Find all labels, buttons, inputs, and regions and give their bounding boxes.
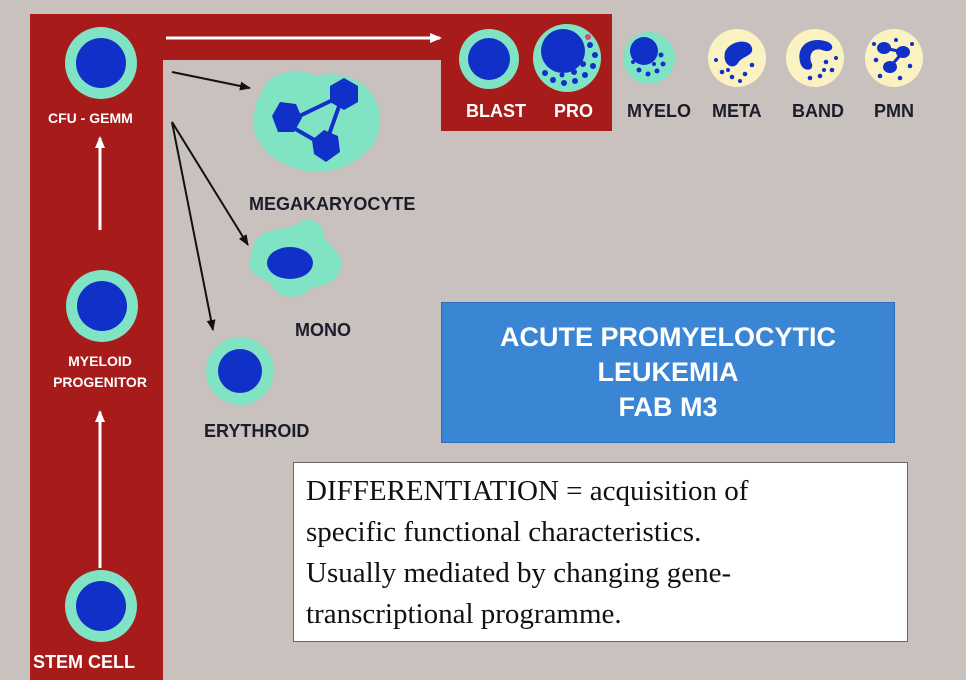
- blast-label: BLAST: [466, 101, 526, 121]
- erythroid-cell: [206, 337, 274, 405]
- stem-cell: [65, 570, 137, 642]
- definition-line-2: specific functional characteristics.: [306, 516, 702, 548]
- definition-line-1: DIFFERENTIATION = acquisition of: [306, 475, 749, 507]
- myelo-cell: [623, 32, 675, 84]
- title-line-1: ACUTE PROMYELOCYTIC: [499, 322, 836, 352]
- meta-label: META: [712, 101, 762, 121]
- apl-title-box: ACUTE PROMYELOCYTIC LEUKEMIA FAB M3: [441, 302, 895, 443]
- arrow-to-mono: [171, 121, 249, 246]
- band-cell: [786, 29, 844, 87]
- title-line-3: FAB M3: [618, 392, 718, 422]
- cfu-gemm-label: CFU - GEMM: [48, 110, 133, 126]
- pro-cell: [533, 24, 601, 92]
- arrow-to-megakaryocyte: [171, 71, 251, 91]
- band-label: BAND: [792, 101, 844, 121]
- pro-label: PRO: [554, 101, 594, 121]
- myeloid-progenitor-label: MYELOID PROGENITOR: [38, 351, 162, 393]
- definition-line-3: Usually mediated by changing gene-: [306, 557, 732, 589]
- definition-box: DIFFERENTIATION = acquisition of specifi…: [293, 462, 908, 642]
- myelo-label: MYELO: [627, 101, 692, 121]
- blast-cell: [459, 29, 519, 89]
- title-line-2: LEUKEMIA: [597, 357, 739, 387]
- arrow-to-erythroid: [171, 121, 216, 331]
- pmn-cell: [865, 29, 923, 87]
- meta-cell: [708, 29, 766, 87]
- myeloid-progenitor-label-line1: MYELOID: [68, 353, 132, 369]
- myeloid-progenitor-cell: [66, 270, 138, 342]
- erythroid-label: ERYTHROID: [204, 421, 310, 441]
- cfu-gemm-cell: [65, 27, 137, 99]
- stem-cell-label: STEM CELL: [33, 652, 135, 672]
- myeloid-progenitor-label-line2: PROGENITOR: [53, 374, 147, 390]
- mono-cell: [249, 219, 342, 297]
- pmn-label: PMN: [874, 101, 914, 121]
- mono-label: MONO: [295, 320, 351, 340]
- megakaryocyte-cell: [253, 71, 380, 172]
- definition-line-4: transcriptional programme.: [306, 598, 622, 630]
- megakaryocyte-label: MEGAKARYOCYTE: [249, 194, 416, 214]
